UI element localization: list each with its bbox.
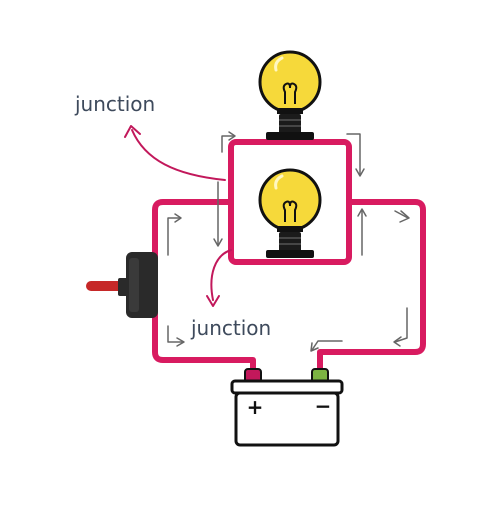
outer-wire-left: [152, 199, 256, 379]
switch-lever: [86, 281, 126, 291]
toggle-switch: [86, 252, 158, 318]
flow-arrow: [311, 340, 343, 351]
bulb-screw-base: [279, 114, 301, 134]
battery-negative-sign: −: [315, 394, 332, 418]
junction-label-bottom: junction: [190, 316, 271, 340]
bulb-filament: [282, 82, 298, 104]
bulb-base-plate: [266, 250, 314, 258]
circuit-wires: [152, 139, 426, 379]
bulb-top: [258, 50, 322, 140]
current-flow-arrows: [167, 131, 410, 352]
flow-arrow: [394, 210, 409, 219]
battery-cap: [230, 379, 344, 395]
junction-pointers: [124, 125, 232, 307]
junction-label-top: junction: [74, 92, 155, 116]
junction-bottom-pointer: [210, 249, 232, 301]
flow-arrow: [394, 307, 408, 343]
battery-body: [234, 391, 340, 447]
battery: + −: [230, 368, 344, 447]
bulb-filament: [282, 200, 298, 222]
junction-top-pointer: [131, 129, 226, 181]
bulb-glass: [258, 50, 322, 114]
flow-arrow: [221, 135, 235, 153]
bulb-bottom: [258, 168, 322, 258]
bulb-base-plate: [266, 132, 314, 140]
bulb-glass: [258, 168, 322, 232]
bulb-neck: [277, 226, 303, 232]
battery-positive-sign: +: [247, 395, 264, 419]
bulb-neck: [277, 108, 303, 114]
flow-arrow: [167, 325, 184, 343]
flow-arrow: [167, 217, 181, 256]
outer-wire-right: [317, 199, 426, 379]
flow-arrow: [346, 133, 361, 176]
bulb-screw-base: [279, 232, 301, 252]
